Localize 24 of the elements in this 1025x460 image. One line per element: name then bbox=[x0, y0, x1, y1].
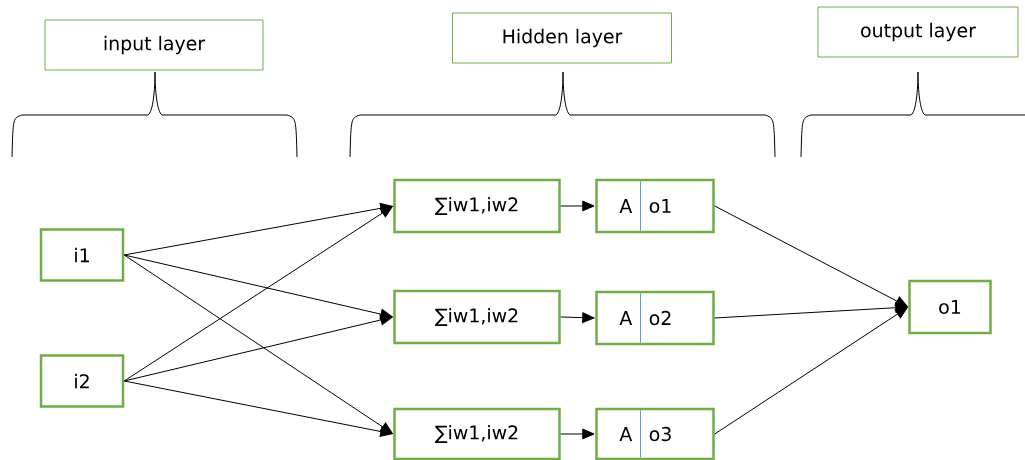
arrow bbox=[123, 254, 393, 434]
arrow bbox=[123, 314, 393, 382]
arrow bbox=[123, 380, 393, 437]
arrow bbox=[560, 312, 595, 323]
neuron-box: o1 bbox=[908, 279, 992, 335]
neuron-box: i1 bbox=[39, 228, 125, 282]
layer-label-box: output layer bbox=[817, 6, 1019, 58]
arrow bbox=[714, 302, 908, 319]
neuron-box: ∑iw1,iw2 bbox=[393, 407, 561, 460]
arrow bbox=[123, 202, 393, 256]
arrow bbox=[714, 307, 908, 435]
arrow bbox=[560, 428, 595, 440]
activation-box: A o3 bbox=[595, 407, 715, 460]
neuron-box: ∑iw1,iw2 bbox=[393, 178, 561, 234]
activation-box: A o2 bbox=[595, 290, 715, 346]
arrow bbox=[123, 254, 393, 320]
neuron-box: ∑iw1,iw2 bbox=[393, 289, 561, 345]
arrow bbox=[714, 205, 908, 307]
layer-label-box: input layer bbox=[44, 19, 264, 71]
arrow bbox=[560, 200, 595, 212]
layer-label-box: Hidden layer bbox=[452, 12, 672, 64]
activation-box: A o1 bbox=[595, 178, 715, 234]
neuron-box: i2 bbox=[39, 354, 125, 408]
arrow bbox=[123, 206, 393, 382]
